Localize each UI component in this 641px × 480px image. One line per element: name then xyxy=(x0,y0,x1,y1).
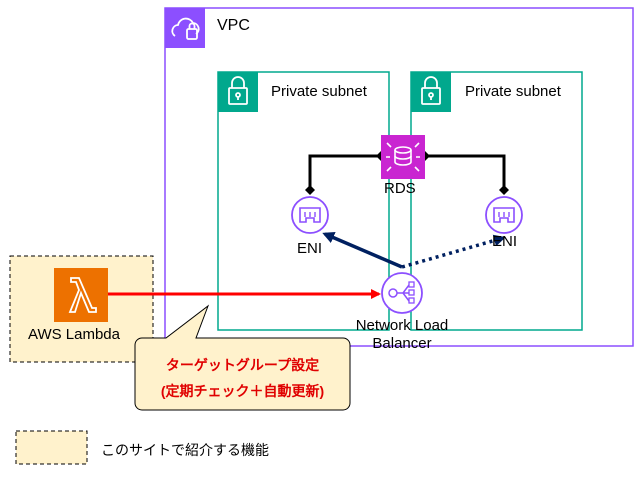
vpc-container xyxy=(164,7,634,347)
cloud-lock-icon xyxy=(171,17,200,40)
subnet-left-icon-tile xyxy=(218,72,258,112)
rds-label: RDS xyxy=(384,180,416,197)
subnet-right-label: Private subnet xyxy=(465,83,561,100)
rds-connection-lines xyxy=(308,154,506,190)
nlb-to-eni-right-arrow xyxy=(401,234,506,269)
callout-line2: (定期チェック＋自動更新) xyxy=(160,383,325,399)
nlb-label-line1: Network Load xyxy=(355,317,449,334)
eni-right-label: ENI xyxy=(492,233,518,250)
subnet-right-icon-tile xyxy=(411,72,451,112)
nlb-label-line2: Balancer xyxy=(372,335,432,352)
legend-label: このサイトで紹介する機能 xyxy=(101,442,269,458)
eni-left-icon xyxy=(291,196,329,234)
subnet-left-label: Private subnet xyxy=(271,83,367,100)
eni-right-icon xyxy=(485,196,523,234)
subnet-left xyxy=(217,71,390,331)
network-load-balancer-icon xyxy=(381,272,423,314)
vpc-label: VPC xyxy=(217,17,250,34)
callout-line1: ターゲットグループ設定 xyxy=(165,357,320,373)
nlb-label: Network Load Balancer xyxy=(352,317,452,353)
legend-swatch xyxy=(15,430,88,465)
lambda-symbol-icon xyxy=(68,277,97,313)
callout-bubble xyxy=(134,304,351,411)
lock-icon xyxy=(228,76,248,105)
lock-icon xyxy=(421,76,441,105)
subnet-right xyxy=(410,71,583,331)
database-icon xyxy=(386,142,420,172)
lambda-label: AWS Lambda xyxy=(28,326,120,343)
nlb-to-eni-left-arrow xyxy=(322,232,403,269)
eni-left-label: ENI xyxy=(297,240,323,257)
